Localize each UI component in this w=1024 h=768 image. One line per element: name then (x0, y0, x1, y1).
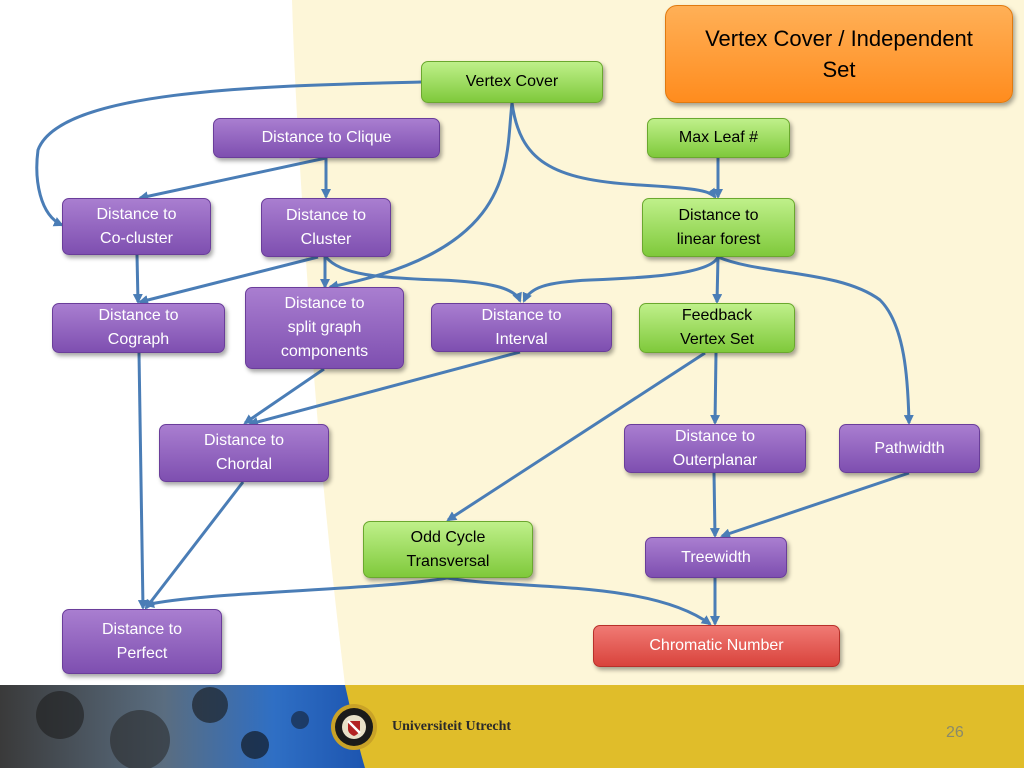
node-distance-to-split-graph-components: Distance to split graph components (245, 287, 404, 369)
university-seal-logo (331, 704, 377, 750)
node-distance-to-cluster: Distance to Cluster (261, 198, 391, 257)
edge-fvs-outerplanar (710, 352, 721, 425)
edge-outerplanar-treewidth (709, 472, 720, 538)
edge-cluster-cograph (138, 255, 319, 305)
node-label: Distance to Clique (261, 129, 392, 146)
node-distance-to-chordal: Distance to Chordal (159, 424, 329, 482)
edge-chordal-perfect (144, 481, 245, 610)
slide-title: Vertex Cover / Independent Set (665, 5, 1013, 103)
node-distance-to-linear-forest: Distance to linear forest (642, 198, 795, 257)
node-label: Distance to Cograph (98, 307, 179, 348)
node-label: Distance to Chordal (203, 432, 285, 473)
node-distance-to-clique: Distance to Clique (213, 118, 440, 158)
edge-oct-chromatic (446, 576, 712, 626)
node-distance-to-cocluster: Distance to Co-cluster (62, 198, 211, 255)
node-feedback-vertex-set: Feedback Vertex Set (639, 303, 795, 353)
edge-clique-cocluster (138, 156, 327, 202)
node-odd-cycle-transversal: Odd Cycle Transversal (363, 521, 533, 578)
node-label: Distance to Perfect (101, 620, 183, 662)
edge-lf-fvs (712, 256, 723, 304)
edge-lf-interval (522, 256, 720, 303)
page-number: 26 (946, 724, 964, 741)
node-label: Distance to Outerplanar (672, 427, 758, 469)
node-distance-to-interval: Distance to Interval (431, 303, 612, 352)
node-vertex-cover: Vertex Cover (421, 61, 603, 103)
node-chromatic-number: Chromatic Number (593, 625, 840, 667)
edge-vc-cocluster (35, 80, 422, 227)
edge-vc-split (328, 102, 514, 291)
node-treewidth: Treewidth (645, 537, 787, 578)
edge-vc-linear-forest (510, 102, 717, 199)
node-pathwidth: Pathwidth (839, 424, 980, 473)
node-distance-to-outerplanar: Distance to Outerplanar (624, 424, 806, 473)
node-label: Distance to split graph components (280, 295, 369, 360)
node-label: Treewidth (681, 548, 751, 566)
node-label: Distance to linear forest (676, 206, 761, 248)
edge-split-chordal (243, 367, 325, 425)
edge-pathwidth-treewidth (720, 471, 910, 539)
node-label: Feedback Vertex Set (680, 307, 754, 348)
node-label: Distance to Co-cluster (96, 205, 177, 247)
node-max-leaf: Max Leaf # (647, 118, 790, 158)
node-label: Distance to Interval (481, 306, 562, 348)
slide-title-text: Vertex Cover / Independent Set (705, 26, 973, 82)
node-distance-to-perfect: Distance to Perfect (62, 609, 222, 674)
footer-photo (0, 685, 365, 768)
edge-fvs-oct (446, 351, 706, 522)
node-label: Odd Cycle Transversal (406, 528, 490, 570)
node-label: Chromatic Number (649, 637, 784, 654)
node-label: Vertex Cover (465, 73, 559, 90)
edge-oct-perfect (144, 576, 448, 608)
node-label: Pathwidth (874, 439, 945, 457)
node-distance-to-cograph: Distance to Cograph (52, 303, 225, 353)
edge-cocluster-cograph (132, 254, 143, 304)
node-label: Max Leaf # (678, 129, 759, 146)
edge-interval-chordal (248, 350, 521, 427)
edge-cograph-perfect (137, 352, 148, 610)
node-label: Distance to Cluster (285, 206, 367, 248)
university-name: Universiteit Utrecht (392, 719, 512, 734)
footer-band (0, 685, 1024, 768)
edge-lf-pathwidth (717, 255, 914, 425)
edge-cluster-interval (324, 256, 522, 303)
